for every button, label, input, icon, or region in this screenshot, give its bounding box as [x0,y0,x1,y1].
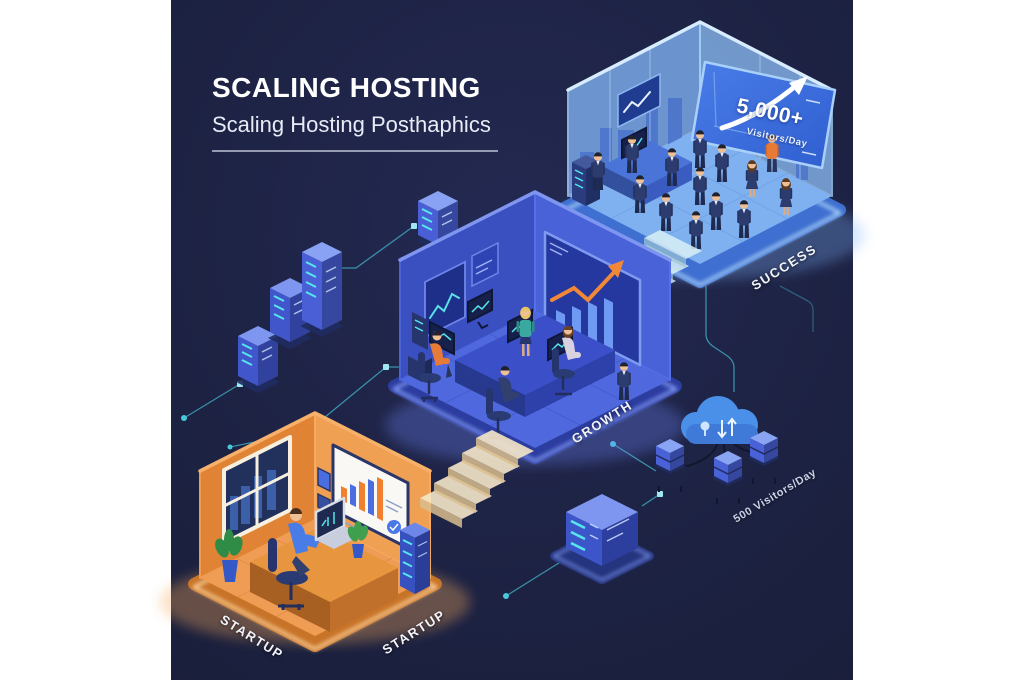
cloud-icon [671,396,759,471]
server-tower-icon [550,431,780,584]
page-title: SCALING HOSTING [212,72,481,103]
wall-screen-icon [617,72,661,129]
city-window-icon [222,435,292,545]
stairs-icon [420,430,534,528]
server-cabinet-icon [400,522,430,594]
server-tower-icon [236,191,460,393]
plant-icon [215,521,369,582]
startup-room [188,411,442,652]
people-group [418,306,631,440]
page-subtitle: Scaling Hosting Posthaphics [212,112,491,137]
growth-room [388,190,682,464]
subtitle-underline [212,150,498,152]
person-working [268,508,320,610]
growth-arrow-billboard-icon [690,60,837,170]
